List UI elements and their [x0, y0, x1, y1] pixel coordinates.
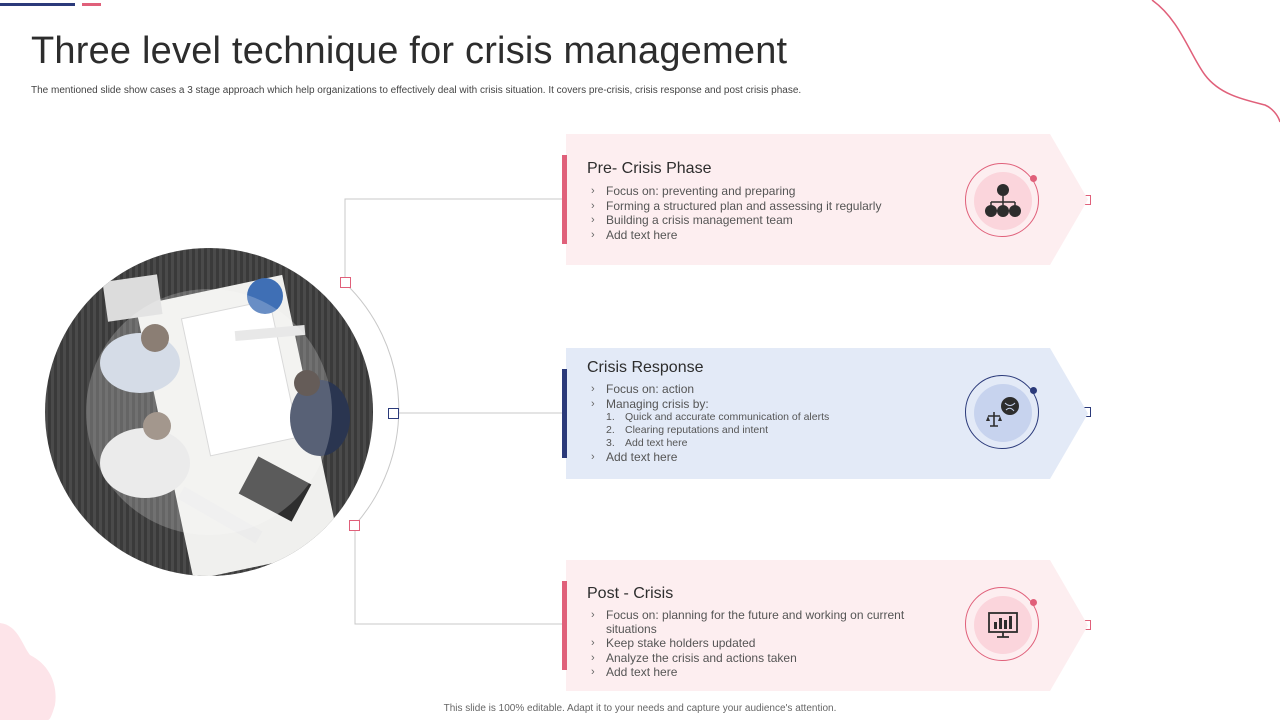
- meeting-photo: [45, 248, 373, 576]
- icon-ring-dot: [1030, 175, 1037, 182]
- list-item: ›Building a crisis management team: [591, 213, 793, 227]
- panel-accent-bar: [562, 581, 567, 670]
- list-item: 3.Add text here: [606, 437, 688, 449]
- top-accent-bar-pink: [82, 3, 101, 6]
- icon-ring-dot: [1030, 599, 1037, 606]
- connector-node-crisis-response: [388, 408, 399, 419]
- hierarchy-people-icon: [974, 172, 1032, 230]
- list-item: ›Focus on: preventing and preparing: [591, 184, 796, 198]
- phase-icon-ring: [965, 163, 1039, 237]
- list-item: 2.Clearing reputations and intent: [606, 424, 769, 436]
- panel-arrow-shape: [566, 560, 1088, 691]
- phase-bullet-list: ›Focus on: planning for the future and w…: [587, 608, 904, 680]
- connector-node-post-crisis: [349, 520, 360, 531]
- panel-arrow-shape: [566, 134, 1088, 265]
- phase-icon-ring: [965, 375, 1039, 449]
- list-item: ›Add text here: [591, 227, 678, 242]
- phase-title: Post - Crisis: [587, 585, 674, 602]
- phase-panel-pre-crisis: Pre- Crisis Phase ›Focus on: preventing …: [562, 134, 1088, 265]
- phase-panel-crisis-response: Crisis Response ›Focus on: action ›Manag…: [562, 348, 1088, 479]
- decorative-blob-bottom-left: [0, 623, 56, 720]
- page-subtitle: The mentioned slide show cases a 3 stage…: [31, 85, 802, 96]
- list-item: ›Add text here: [591, 450, 678, 464]
- list-item: ›Focus on: planning for the future and w…: [591, 608, 905, 622]
- list-item-continuation: situations: [606, 621, 657, 636]
- footer-note: This slide is 100% editable. Adapt it to…: [443, 703, 837, 714]
- list-item: ›Managing crisis by:: [591, 396, 709, 411]
- connector-node-pre-crisis: [340, 277, 351, 288]
- list-item: ›Keep stake holders updated: [591, 636, 756, 650]
- phase-bullet-list: ›Focus on: action ›Managing crisis by: 1…: [587, 382, 829, 465]
- page-title: Three level technique for crisis managem…: [31, 30, 788, 72]
- panel-accent-bar: [562, 369, 567, 458]
- panel-arrow-shape: [566, 348, 1088, 479]
- panel-accent-bar: [562, 155, 567, 244]
- phase-title: Pre- Crisis Phase: [587, 160, 712, 177]
- numbered-sub-list: 1.Quick and accurate communication of al…: [587, 411, 829, 450]
- phase-title: Crisis Response: [587, 359, 704, 376]
- list-item: ›Focus on: action: [591, 382, 695, 396]
- decorative-curve-top-right: [1151, 0, 1280, 123]
- list-item: 1.Quick and accurate communication of al…: [606, 411, 830, 423]
- top-accent-bar-navy: [0, 3, 75, 6]
- list-item: ›Forming a structured plan and assessing…: [591, 198, 882, 213]
- phase-icon-ring: [965, 587, 1039, 661]
- list-item: ›Analyze the crisis and actions taken: [591, 650, 797, 665]
- monitor-chart-icon: [974, 596, 1032, 654]
- scale-globe-icon: [974, 384, 1032, 442]
- phase-panel-post-crisis: Post - Crisis ›Focus on: planning for th…: [562, 560, 1088, 691]
- phase-bullet-list: ›Focus on: preventing and preparing ›For…: [587, 184, 881, 242]
- icon-ring-dot: [1030, 387, 1037, 394]
- list-item: ›Add text here: [591, 665, 678, 679]
